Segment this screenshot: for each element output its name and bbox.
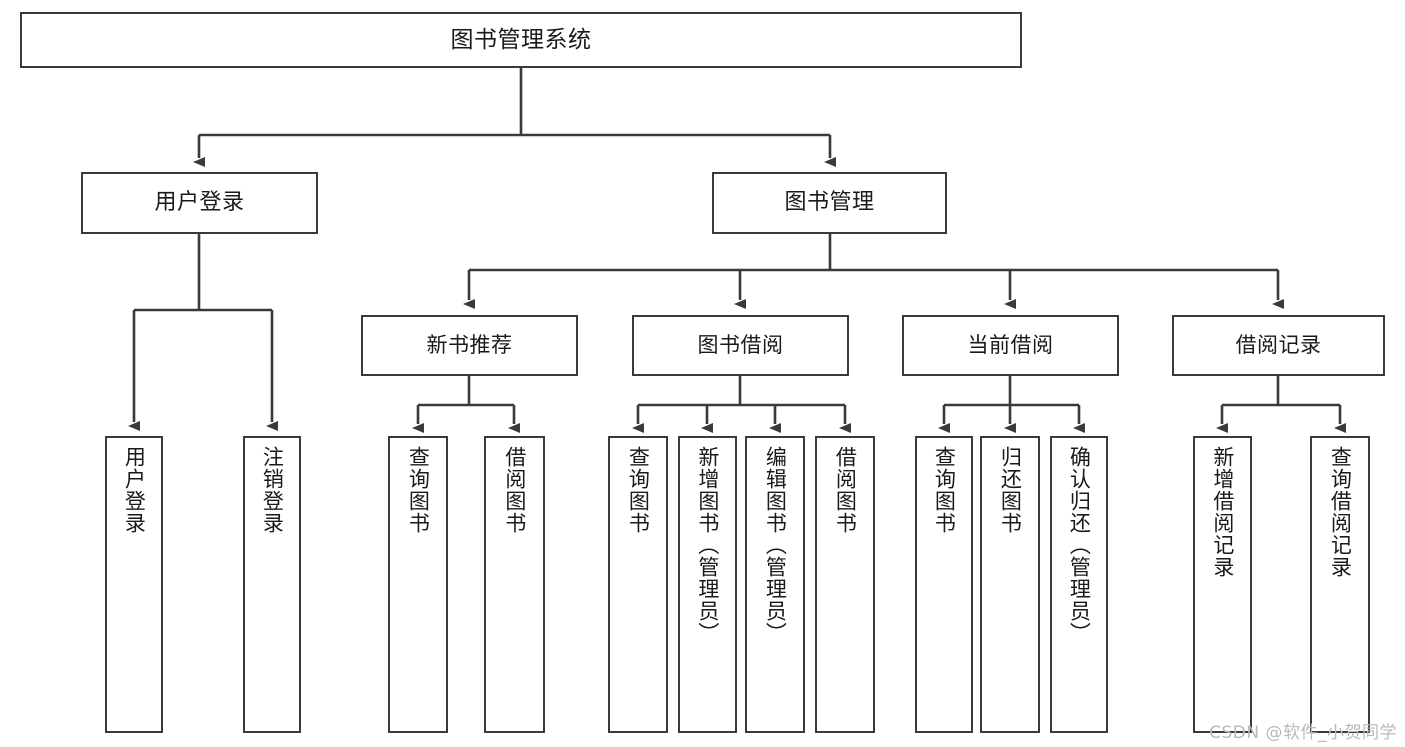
node-label: 借阅图书 (502, 446, 527, 534)
node-book-borrow[interactable]: 图书借阅 (632, 315, 849, 376)
node-borrow-record[interactable]: 借阅记录 (1172, 315, 1385, 376)
node-label: 新增图书（管理员） (695, 446, 720, 644)
node-label: 新书推荐 (426, 333, 513, 358)
leaf-user-login-signout[interactable]: 注销登录 (243, 436, 301, 733)
node-label: 图书管理 (784, 190, 875, 216)
node-label: 用户登录 (122, 446, 147, 534)
node-label: 当前借阅 (967, 333, 1054, 358)
leaf-borrow-query-book[interactable]: 查询图书 (608, 436, 668, 733)
node-label: 确认归还（管理员） (1067, 446, 1092, 644)
leaf-current-query-book[interactable]: 查询图书 (915, 436, 973, 733)
node-label: 查询图书 (932, 446, 957, 534)
node-label: 图书管理系统 (450, 26, 592, 53)
leaf-user-login-signin[interactable]: 用户登录 (105, 436, 163, 733)
node-label: 新增借阅记录 (1210, 446, 1235, 578)
node-new-book-recommend[interactable]: 新书推荐 (361, 315, 578, 376)
leaf-record-add-record[interactable]: 新增借阅记录 (1193, 436, 1252, 733)
watermark: CSDN @软件_小贺同学 (1209, 723, 1397, 743)
node-current-borrow[interactable]: 当前借阅 (902, 315, 1119, 376)
node-label: 编辑图书（管理员） (763, 446, 788, 644)
node-root-system[interactable]: 图书管理系统 (20, 12, 1022, 68)
node-label: 图书借阅 (697, 333, 784, 358)
node-label: 归还图书 (998, 446, 1023, 534)
node-label: 借阅图书 (833, 446, 858, 534)
leaf-recommend-query-book[interactable]: 查询图书 (388, 436, 448, 733)
node-label: 借阅记录 (1235, 333, 1322, 358)
leaf-current-confirm-return-admin[interactable]: 确认归还（管理员） (1050, 436, 1108, 733)
node-label: 查询图书 (626, 446, 651, 534)
leaf-borrow-borrow-book[interactable]: 借阅图书 (815, 436, 875, 733)
leaf-recommend-borrow-book[interactable]: 借阅图书 (484, 436, 545, 733)
leaf-borrow-edit-book-admin[interactable]: 编辑图书（管理员） (745, 436, 805, 733)
leaf-current-return-book[interactable]: 归还图书 (980, 436, 1040, 733)
leaf-borrow-add-book-admin[interactable]: 新增图书（管理员） (678, 436, 737, 733)
node-label: 注销登录 (260, 446, 285, 534)
node-user-login[interactable]: 用户登录 (81, 172, 318, 234)
node-label: 查询图书 (406, 446, 431, 534)
node-label: 查询借阅记录 (1328, 446, 1353, 578)
leaf-record-query-record[interactable]: 查询借阅记录 (1310, 436, 1370, 733)
node-label: 用户登录 (154, 190, 245, 216)
node-book-management[interactable]: 图书管理 (712, 172, 947, 234)
